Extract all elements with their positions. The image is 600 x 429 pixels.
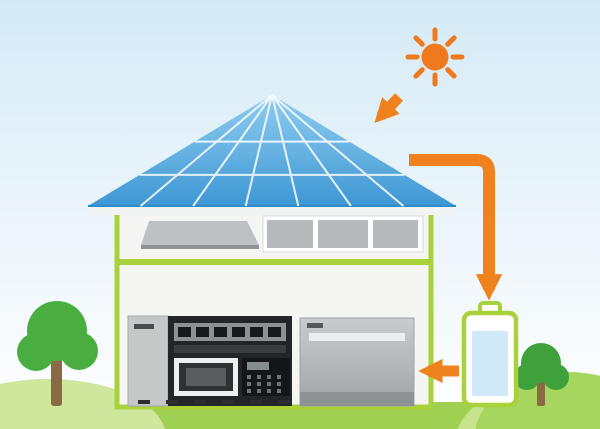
storage-battery [461,301,519,408]
sun-to-roof-arrow [374,93,403,124]
control-display-windows [178,327,281,337]
solar-panel-roof [88,95,456,206]
tree-foliage [514,343,569,390]
dishwasher-handle [309,333,405,341]
tree-right [514,343,569,406]
solar-panel-grid [139,94,405,207]
dishwasher-button [307,323,323,328]
keypad-display [247,362,269,370]
battery-cell [472,331,508,396]
kitchen-appliances [127,315,415,407]
tree-left [17,301,98,406]
control-button-row [174,345,286,353]
range-hood-shadow [141,245,259,249]
cabinet-handle [134,324,154,329]
window-pane [267,220,313,248]
tree-trunk [51,346,62,406]
cabinet-panel [127,315,169,407]
keypad [242,358,290,396]
dishwasher-kick [300,392,414,406]
keypad-buttons [247,375,281,393]
bush-left [0,379,165,429]
roof [88,94,456,215]
tree-trunk [537,376,545,406]
window-pane [318,220,368,248]
microwave-glass [186,368,226,386]
roof-to-battery-arrow [409,154,503,301]
energy-flow-arrows [374,93,503,384]
window-pane [373,220,418,248]
eave-fascia [94,204,450,215]
window-strip [262,215,424,253]
tree-foliage [17,301,98,371]
dishwasher [299,317,415,407]
appliance-feet [138,400,290,404]
dishwasher-body [299,317,415,407]
floor-divider [117,259,431,265]
sun-core [421,43,449,71]
sun-rays [405,27,465,87]
sun-icon [405,27,465,87]
house [114,208,434,410]
range-hood [141,221,259,245]
